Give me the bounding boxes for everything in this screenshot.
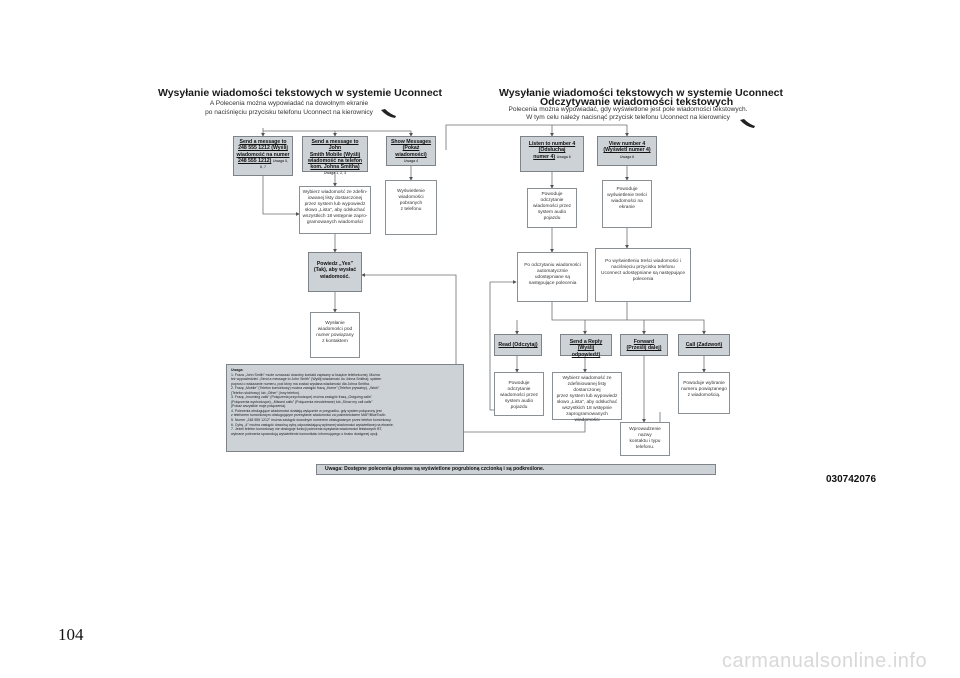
after-view-box: Po wyświetleniu treści wiadomości i naci… (595, 248, 691, 302)
figure-code: 030742076 (826, 474, 877, 485)
right-section-subtitle: Odczytywanie wiadomości tekstowych (540, 96, 734, 108)
notes-box: Uwaga: 1. Fraza „John Smith” może oznacz… (226, 364, 464, 452)
show-messages-box: Show Messages (Pokaż wiadomości) Uwaga 4 (386, 136, 436, 166)
sending-message-box: Wysłanie wiadomości pod numer powiązany … (310, 312, 360, 358)
left-subtitle-line-1: A Polecenia można wypowiadać na dowolnym… (209, 100, 369, 107)
right-subtitle-line-2: W tym celu należy nacisnąć przycisk tele… (526, 114, 730, 121)
view-number-box: View number 4 (Wyświetl numer 4) Uwaga 6 (597, 136, 657, 166)
watermark: carmanualsonline.info (722, 650, 928, 672)
send-reply-command-box: Send a Reply (Wyślij odpowiedź) (560, 334, 612, 358)
reply-result-box: Wybierz wiadomość ze zdefiniowanej listy… (552, 372, 622, 423)
page-number: 104 (58, 625, 84, 644)
call-result-box: Powoduje wybranie numeru powiązanego z w… (678, 372, 730, 414)
phone-icon (379, 106, 397, 120)
read-command-box: Read (Odczytaj) (494, 334, 542, 356)
display-messages-box: Wyświetlenie wiadomości pobranych z tele… (385, 180, 437, 235)
send-message-contact-box: Send a message to John Smith Mobile (Wyś… (302, 136, 368, 175)
left-subtitle-line-2: po naciśnięciu przycisku telefonu Uconne… (205, 109, 373, 116)
reads-message-box: Powoduje odczytanie wiadomości przez sys… (527, 188, 577, 228)
voice-commands-footnote: Uwaga: Dostępne polecenia głosowe są wyś… (316, 464, 716, 475)
forward-command-box: Forward (Prześlij dalej) (620, 334, 668, 356)
left-section-title: Wysyłanie wiadomości tekstowych w system… (158, 87, 442, 99)
read-result-box: Powoduje odczytanie wiadomości przez sys… (494, 372, 544, 416)
say-yes-box: Powiedz „Yes” (Tak), aby wysłać wiadomoś… (308, 252, 362, 292)
choose-message-box: Wybierz wiadomość ze zdefin- iowanej lis… (299, 186, 371, 234)
right-section-title: Wysyłanie wiadomości tekstowych w system… (499, 87, 783, 99)
listen-number-box: Listen to number 4 (Odsłuchaj numer 4) U… (520, 136, 584, 172)
shows-message-box: Powoduje wyświetlenie treści wiadomości … (602, 180, 652, 228)
send-message-number-box: Send a message to 248 555 1212 (Wyślij w… (233, 136, 293, 176)
call-command-box: Call (Zadzwoń) (678, 334, 730, 356)
forward-result-box: Wprowadzenie nazwy kontaktu i typu telef… (620, 422, 670, 456)
after-read-box: Po odczytaniu wiadomości automatycznie u… (517, 252, 588, 302)
right-subtitle-line-1: Polecenia można wypowiadać, gdy wyświetl… (508, 106, 748, 113)
